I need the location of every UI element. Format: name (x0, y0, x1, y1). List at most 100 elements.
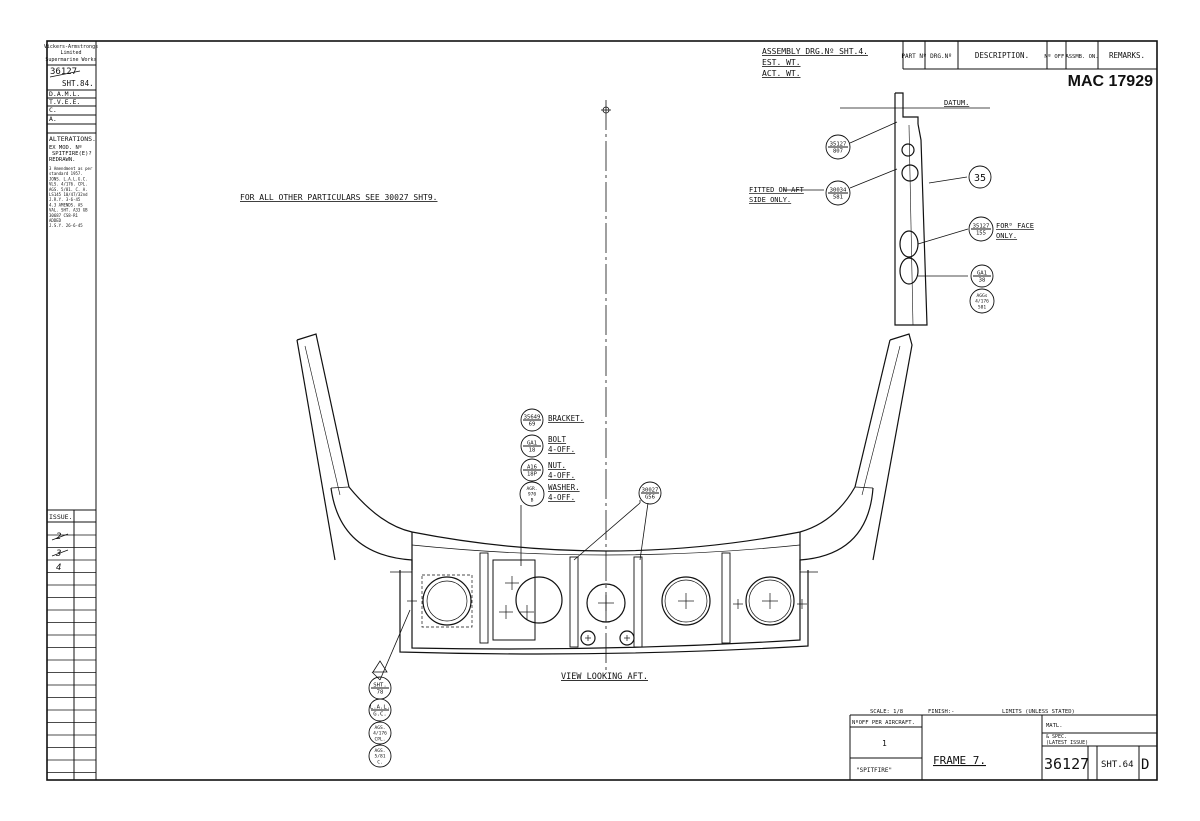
nut-label: 4-OFF. (548, 471, 575, 480)
aircraft-label: "SPITFIRE" (856, 767, 892, 774)
callout-balloon (970, 264, 994, 288)
issue-mark-4: 4 (56, 563, 61, 573)
callout-text: 5/81 (374, 754, 385, 760)
callout-text: AGS. (374, 725, 385, 731)
callout-text: 30034 (830, 188, 847, 194)
bracket-label: BRACKET. (548, 414, 584, 423)
assembly-line: ACT. WT. (762, 69, 801, 78)
callout-balloon (520, 408, 544, 432)
callout-balloon (368, 698, 392, 722)
spec-label: (LATEST ISSUE) (1046, 740, 1088, 746)
callout-balloon (968, 216, 994, 242)
issue-letter: D (1141, 757, 1149, 773)
callout-balloon (969, 288, 995, 314)
sheet-number: SHT.64 (1101, 760, 1134, 770)
callout-text: AGS. (374, 748, 385, 754)
bolt-label: 4-OFF. (548, 445, 575, 454)
bottom-title-block (849, 714, 1157, 780)
approval-tvee: T.V.E.E. (49, 98, 80, 106)
view-caption: VIEW LOOKING AFT. (561, 672, 648, 682)
general-note: FOR ALL OTHER PARTICULARS SEE 30027 SHT9… (240, 193, 437, 202)
col-no-off: Nº OFF. (1044, 53, 1067, 60)
ref-number: 36127 (50, 67, 77, 77)
alteration-note: 30687 CS8-R1 (49, 213, 78, 218)
col-remarks: REMARKS. (1109, 51, 1145, 60)
callout-balloon (968, 165, 992, 189)
qty-value: 1 (882, 739, 887, 748)
alteration-note: J.R.Y. 3-6-45 (49, 197, 81, 202)
callout-text: 970 (528, 492, 537, 498)
callout-text: AGR. (526, 486, 537, 492)
limits-label: LIMITS (UNLESS STATED) (1002, 709, 1075, 715)
alteration-note: VLS. 4/176. CPL. (49, 182, 88, 187)
nut-label: NUT. (548, 461, 566, 470)
company-line: Vickers-Armstrongs (44, 44, 98, 50)
datum-label: DATUM. (944, 99, 969, 107)
finish-label: FINISH:- (928, 709, 955, 715)
callout-texts: BRACKET. BOLT 4-OFF. NUT. 4-OFF. WASHER.… (548, 414, 584, 502)
approval-daml: D.A.M.L. (49, 90, 80, 98)
callout-text: 69 (529, 421, 536, 427)
callouts: 35127807300345813535127155GA138AGGs4/176… (368, 134, 995, 768)
sheet-border (46, 40, 1158, 781)
alterations-header: ALTERATIONS. (49, 135, 96, 143)
callout-text: 581 (833, 194, 843, 200)
alteration-line: EX MOD. Nº (49, 144, 82, 151)
centre-line (601, 100, 611, 670)
company-line: Limited (60, 50, 81, 56)
callout-text: A16 (527, 465, 537, 471)
washer-label: WASHER. (548, 483, 580, 492)
callout-balloon (638, 481, 662, 505)
callout-balloon (519, 481, 545, 507)
fwd-face-note-line: FORᴰ FACE (996, 222, 1034, 230)
issue-header: ISSUE. (49, 513, 72, 521)
centre-marks (407, 576, 807, 641)
fitted-note-line: SIDE ONLY. (749, 196, 791, 204)
alteration-note: 4.3 AMENDS. AS (49, 202, 83, 207)
alteration-note: AGS. 5/81. C. A. (49, 187, 88, 192)
callout-text: GA1 (527, 441, 537, 447)
callout-text: 38 (979, 277, 986, 283)
callout-text: 581 (978, 304, 987, 310)
approval-a: A. (49, 115, 57, 123)
spec-label: & SPEC. (1046, 734, 1067, 740)
callout-c-sht78: SHT.78 (368, 676, 392, 700)
alteration-note: standard 1957. (49, 171, 83, 176)
amendment-triangle (372, 660, 388, 673)
callout-text: C. (377, 759, 383, 765)
matl-label: MATL. (1046, 723, 1063, 729)
callout-text: 4/176 (975, 299, 989, 305)
callout-balloon (825, 134, 851, 160)
col-assmb-on: ASSMB. ON. (1065, 54, 1098, 60)
alteration-note: 3 Amendment as per (49, 166, 93, 171)
callout-text: 35649 (524, 415, 541, 421)
issue-rows (47, 534, 96, 773)
alteration-note: J.S.Y. 26-6-45 (49, 223, 83, 228)
callout-c-ags-c: AGS.5/81C. (368, 744, 392, 768)
nr-off-label: NºOFF PER AIRCRAFT. (852, 719, 915, 726)
alteration-line: REDRAWN. (49, 157, 76, 163)
alteration-note: ADDED (49, 218, 62, 223)
callout-text: 18P (527, 471, 538, 477)
col-part-no: PART Nº (901, 53, 926, 60)
mac-number: MAC 17929 (1068, 73, 1153, 90)
callout-text: CPL. (374, 736, 385, 742)
frame-side-section (894, 92, 928, 326)
callout-text: 35127 (973, 224, 990, 230)
col-drg-no: DRG.Nº (930, 53, 952, 60)
alteration-line: SPITFIRE(E)? (52, 151, 92, 157)
callout-balloon (368, 744, 392, 768)
callout-text: 30027 (642, 488, 659, 494)
callout-item-35: 35 (968, 165, 992, 189)
callout-text: AGGs (976, 293, 987, 299)
callout-text: G56 (645, 494, 655, 500)
fwd-face-note-line: ONLY. (996, 232, 1017, 240)
parts-list-header (902, 41, 1157, 70)
drawing-number: 36127 (1044, 755, 1089, 773)
